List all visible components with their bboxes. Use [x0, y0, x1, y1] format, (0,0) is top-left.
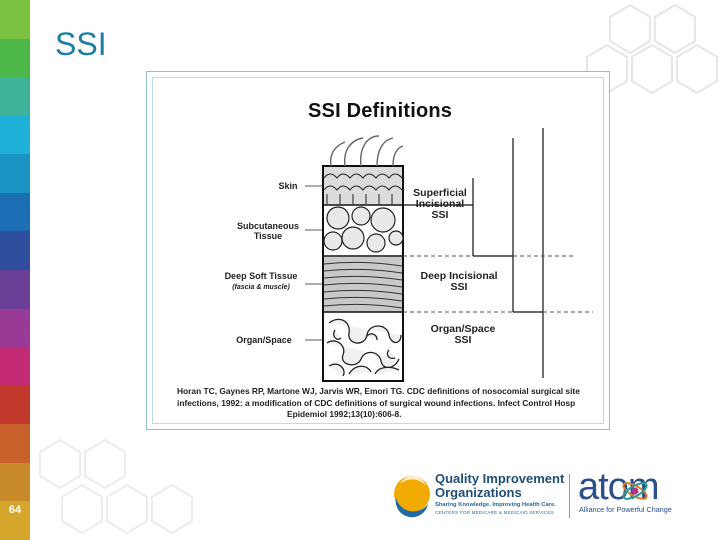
muscle-fibers	[323, 261, 403, 309]
ssi-deep-line2: SSI	[450, 281, 468, 293]
ssi-label-organ-space: Organ/Space SSI	[415, 324, 511, 346]
logo-divider	[569, 474, 570, 518]
citation-line2: infections, 1992: a modification of CDC …	[177, 397, 576, 408]
ssi-label-superficial: Superficial Incisional SSI	[409, 188, 471, 221]
layer-label-deep-soft-tissue-sub: (fascia & muscle)	[232, 284, 290, 291]
organ-loops	[326, 318, 402, 377]
layer-dividers	[403, 255, 593, 313]
tissue-diagram	[305, 128, 593, 382]
color-stripe-segment	[0, 77, 30, 117]
figure-citation: Horan TC, Gaynes RP, Martone WJ, Jarvis …	[177, 386, 597, 421]
color-stripe-segment	[0, 0, 30, 40]
ssi-definitions-figure: SSI Definitions Skin Subcutaneous Tissue…	[146, 71, 610, 430]
color-stripe-segment	[0, 501, 30, 540]
ssi-superficial-line2: Incisional	[415, 198, 465, 210]
color-stripe-segment	[0, 192, 30, 232]
atom-tagline: Alliance for Powerful Change	[579, 505, 672, 514]
page-number: 64	[8, 504, 22, 516]
qio-cms-line: CENTERS FOR MEDICARE & MEDICAID SERVICES	[435, 510, 554, 515]
color-stripe-bar	[0, 0, 30, 540]
hexagon-pattern-bottom	[39, 438, 193, 535]
atom-orbit-icon	[622, 482, 648, 500]
color-stripe-segment	[0, 154, 30, 194]
qio-title: Quality Improvement Organizations	[435, 472, 564, 500]
hair-strands	[329, 135, 404, 167]
figure-title: SSI Definitions	[308, 100, 453, 122]
layer-label-deep-soft-tissue: Deep Soft Tissue (fascia & muscle)	[217, 271, 305, 293]
color-stripe-segment	[0, 38, 30, 78]
color-stripe-segment	[0, 270, 30, 310]
layer-label-subcutaneous: Subcutaneous Tissue	[236, 221, 299, 241]
color-stripe-segment	[0, 385, 30, 425]
citation-line3: Epidemiol 1992;13(10):606-8.	[287, 409, 402, 419]
qio-globe-icon	[394, 476, 430, 518]
qio-logo: Quality Improvement Organizations Sharin…	[390, 466, 570, 526]
layer-label-deep-soft-tissue-main: Deep Soft Tissue	[224, 271, 298, 281]
label-pointers	[305, 185, 323, 341]
hexagon-pattern-top	[586, 3, 718, 95]
layer-label-organ-space: Organ/Space	[236, 335, 292, 345]
color-stripe-segment	[0, 231, 30, 271]
slide-title: SSI	[55, 26, 107, 62]
citation-line1: Horan TC, Gaynes RP, Martone WJ, Jarvis …	[177, 386, 580, 396]
qio-title-line1: Quality Improvement	[435, 471, 565, 486]
ssi-deep-line1: Deep Incisional	[420, 270, 498, 282]
color-stripe-segment	[0, 347, 30, 387]
color-stripe-segment	[0, 115, 30, 155]
ssi-superficial-line3: SSI	[431, 209, 449, 221]
color-stripe-segment	[0, 424, 30, 464]
ssi-organ-line2: SSI	[454, 334, 472, 346]
layer-label-skin: Skin	[278, 181, 298, 191]
color-stripe-segment	[0, 462, 30, 502]
qio-tagline: Sharing Knowledge. Improving Health Care…	[435, 502, 556, 508]
ssi-superficial-line1: Superficial	[413, 187, 467, 199]
qio-title-line2: Organizations	[435, 485, 522, 500]
fat-cells	[323, 206, 404, 253]
color-stripe-segment	[0, 308, 30, 348]
definition-brackets	[403, 128, 544, 378]
ssi-organ-line1: Organ/Space	[430, 323, 496, 335]
ssi-label-deep-incisional: Deep Incisional SSI	[407, 271, 511, 293]
atom-logo: atom Alliance for Powerful Change	[576, 466, 706, 525]
figure-panel: SSI Definitions Skin Subcutaneous Tissue…	[152, 77, 604, 424]
